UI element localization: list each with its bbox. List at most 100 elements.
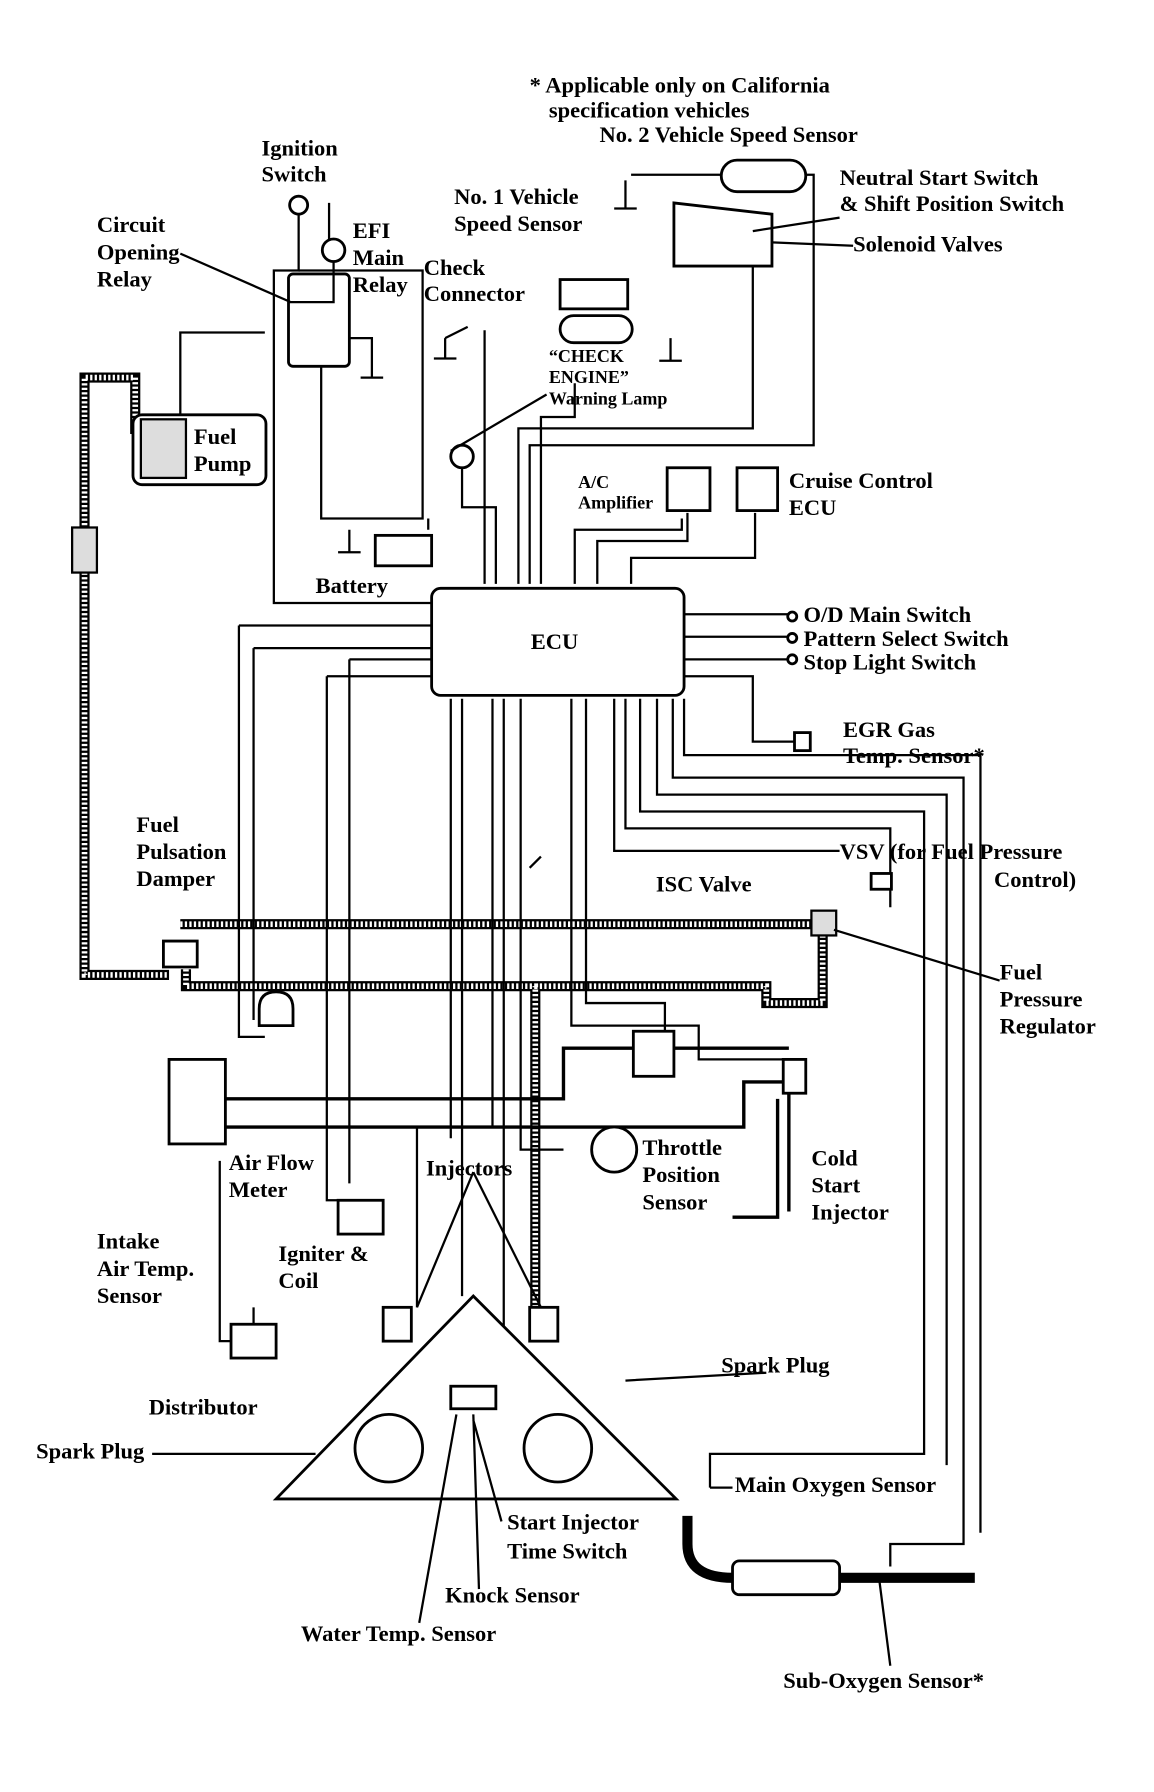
isc-valve	[631, 1029, 676, 1078]
ecu-box	[430, 586, 686, 697]
distributor	[229, 1322, 278, 1360]
spark-plug-right-label: Spark Plug	[721, 1353, 830, 1378]
vsv-label: Control)	[994, 867, 1076, 892]
injectors-label: Injectors	[426, 1155, 513, 1180]
wiring	[179, 173, 982, 1567]
speed-sensor-reed	[558, 314, 634, 345]
time-switch-label: Start Injector	[507, 1509, 639, 1534]
no1-speed-sensor-label: Speed Sensor	[454, 211, 582, 236]
footnote-line2: specification vehicles	[549, 97, 750, 122]
neutral-start-switch-label: Neutral Start Switch	[840, 165, 1039, 190]
time-switch-label: Time Switch	[507, 1539, 628, 1564]
cold-start-injector	[781, 1057, 808, 1095]
vsv	[869, 872, 893, 891]
igniter-label: Coil	[278, 1268, 318, 1293]
svg-text:Igniter &Coil: Igniter &Coil	[278, 1241, 368, 1293]
pattern-select-switch-label: Pattern Select Switch	[804, 626, 1010, 651]
igniter-coil	[336, 1198, 385, 1236]
circuit-opening-relay-label: Opening	[97, 239, 180, 264]
efi-main-relay-label: Relay	[353, 272, 409, 297]
pulsation-damper-label: Fuel	[136, 812, 179, 837]
efi-main-relay-label: Main	[353, 245, 405, 270]
intake-air-temp-label: Intake	[97, 1229, 160, 1254]
sub-oxygen-sensor-label: Sub-Oxygen Sensor*	[783, 1668, 984, 1693]
distributor-label: Distributor	[149, 1394, 258, 1419]
circuit-opening-relay-label: Relay	[97, 266, 153, 291]
igniter-label: Igniter &	[278, 1241, 368, 1266]
fuel-filter	[70, 526, 99, 574]
svg-text:* Applicable only on Californi: * Applicable only on Californiaspecifica…	[530, 72, 830, 122]
fuel-lines	[79, 372, 828, 1308]
check-engine-label: ENGINE”	[549, 367, 629, 387]
cruise-control-label: ECU	[789, 495, 837, 520]
throttle-position-sensor	[590, 1125, 639, 1174]
od-main-switch-terminal	[786, 610, 799, 623]
cold-start-label: Start	[811, 1172, 860, 1197]
spark-plug-left-label: Spark Plug	[36, 1438, 145, 1463]
fuel-pump-label: Pump	[194, 451, 252, 476]
footnote-line1: * Applicable only on California	[530, 72, 830, 97]
stop-light-switch-label: Stop Light Switch	[804, 649, 977, 674]
circuit-opening-relay	[287, 272, 351, 368]
fuel-pump-label: Fuel	[194, 424, 237, 449]
check-engine-label: Warning Lamp	[549, 389, 668, 409]
cold-start-label: Cold	[811, 1145, 858, 1170]
ignition-switch-label: Switch	[261, 162, 327, 187]
ac-amplifier-box	[665, 466, 712, 512]
battery-label: Battery	[316, 573, 389, 598]
ecu-label: ECU	[531, 629, 579, 654]
efi-main-relay	[320, 237, 347, 263]
regulator-label: Pressure	[1000, 986, 1083, 1011]
regulator-label: Regulator	[1000, 1013, 1096, 1038]
intake-air-temp-label: Sensor	[97, 1283, 162, 1308]
check-connector-label: Connector	[424, 281, 525, 306]
cold-start-label: Injector	[811, 1199, 889, 1224]
battery-box	[373, 533, 434, 568]
catalytic-converter	[731, 1559, 841, 1597]
intake-air-temp-label: Air Temp.	[97, 1256, 194, 1281]
no1-vehicle-speed-sensor	[558, 278, 630, 311]
injector-right	[528, 1305, 560, 1343]
air-flow-meter-label: Meter	[229, 1177, 288, 1202]
pattern-select-switch-terminal	[786, 632, 799, 644]
check-connector-label: Check	[424, 255, 486, 280]
tps-label: Throttle	[642, 1135, 722, 1160]
solenoid-valves-label: Solenoid Valves	[853, 231, 1003, 256]
main-oxygen-sensor-label: Main Oxygen Sensor	[735, 1472, 936, 1497]
ac-amplifier-label: Amplifier	[578, 492, 653, 512]
cruise-control-ecu-box	[735, 466, 780, 512]
check-engine-label: “CHECK	[549, 346, 624, 366]
circuit-opening-relay-label: Circuit	[97, 212, 166, 237]
no1-speed-sensor-label: No. 1 Vehicle	[454, 184, 578, 209]
air-cleaner	[167, 1057, 227, 1146]
od-main-switch-label: O/D Main Switch	[804, 602, 972, 627]
svg-text:Neutral Start Switch& Shift Po: Neutral Start Switch& Shift Position Swi…	[840, 165, 1065, 216]
fuel-pump	[139, 418, 188, 480]
neutral-start-switch-label: & Shift Position Switch	[840, 191, 1065, 216]
transmission	[672, 201, 774, 268]
knock-sensor-label: Knock Sensor	[445, 1583, 580, 1608]
water-temp-sensor-label: Water Temp. Sensor	[301, 1621, 496, 1646]
fuel-pulsation-damper-u	[257, 990, 295, 1028]
pulsation-damper-label: Damper	[136, 866, 215, 891]
efi-main-relay-label: EFI	[353, 218, 391, 243]
knock-sensor	[449, 1384, 498, 1411]
ignition-switch-label: Ignition	[261, 136, 338, 161]
